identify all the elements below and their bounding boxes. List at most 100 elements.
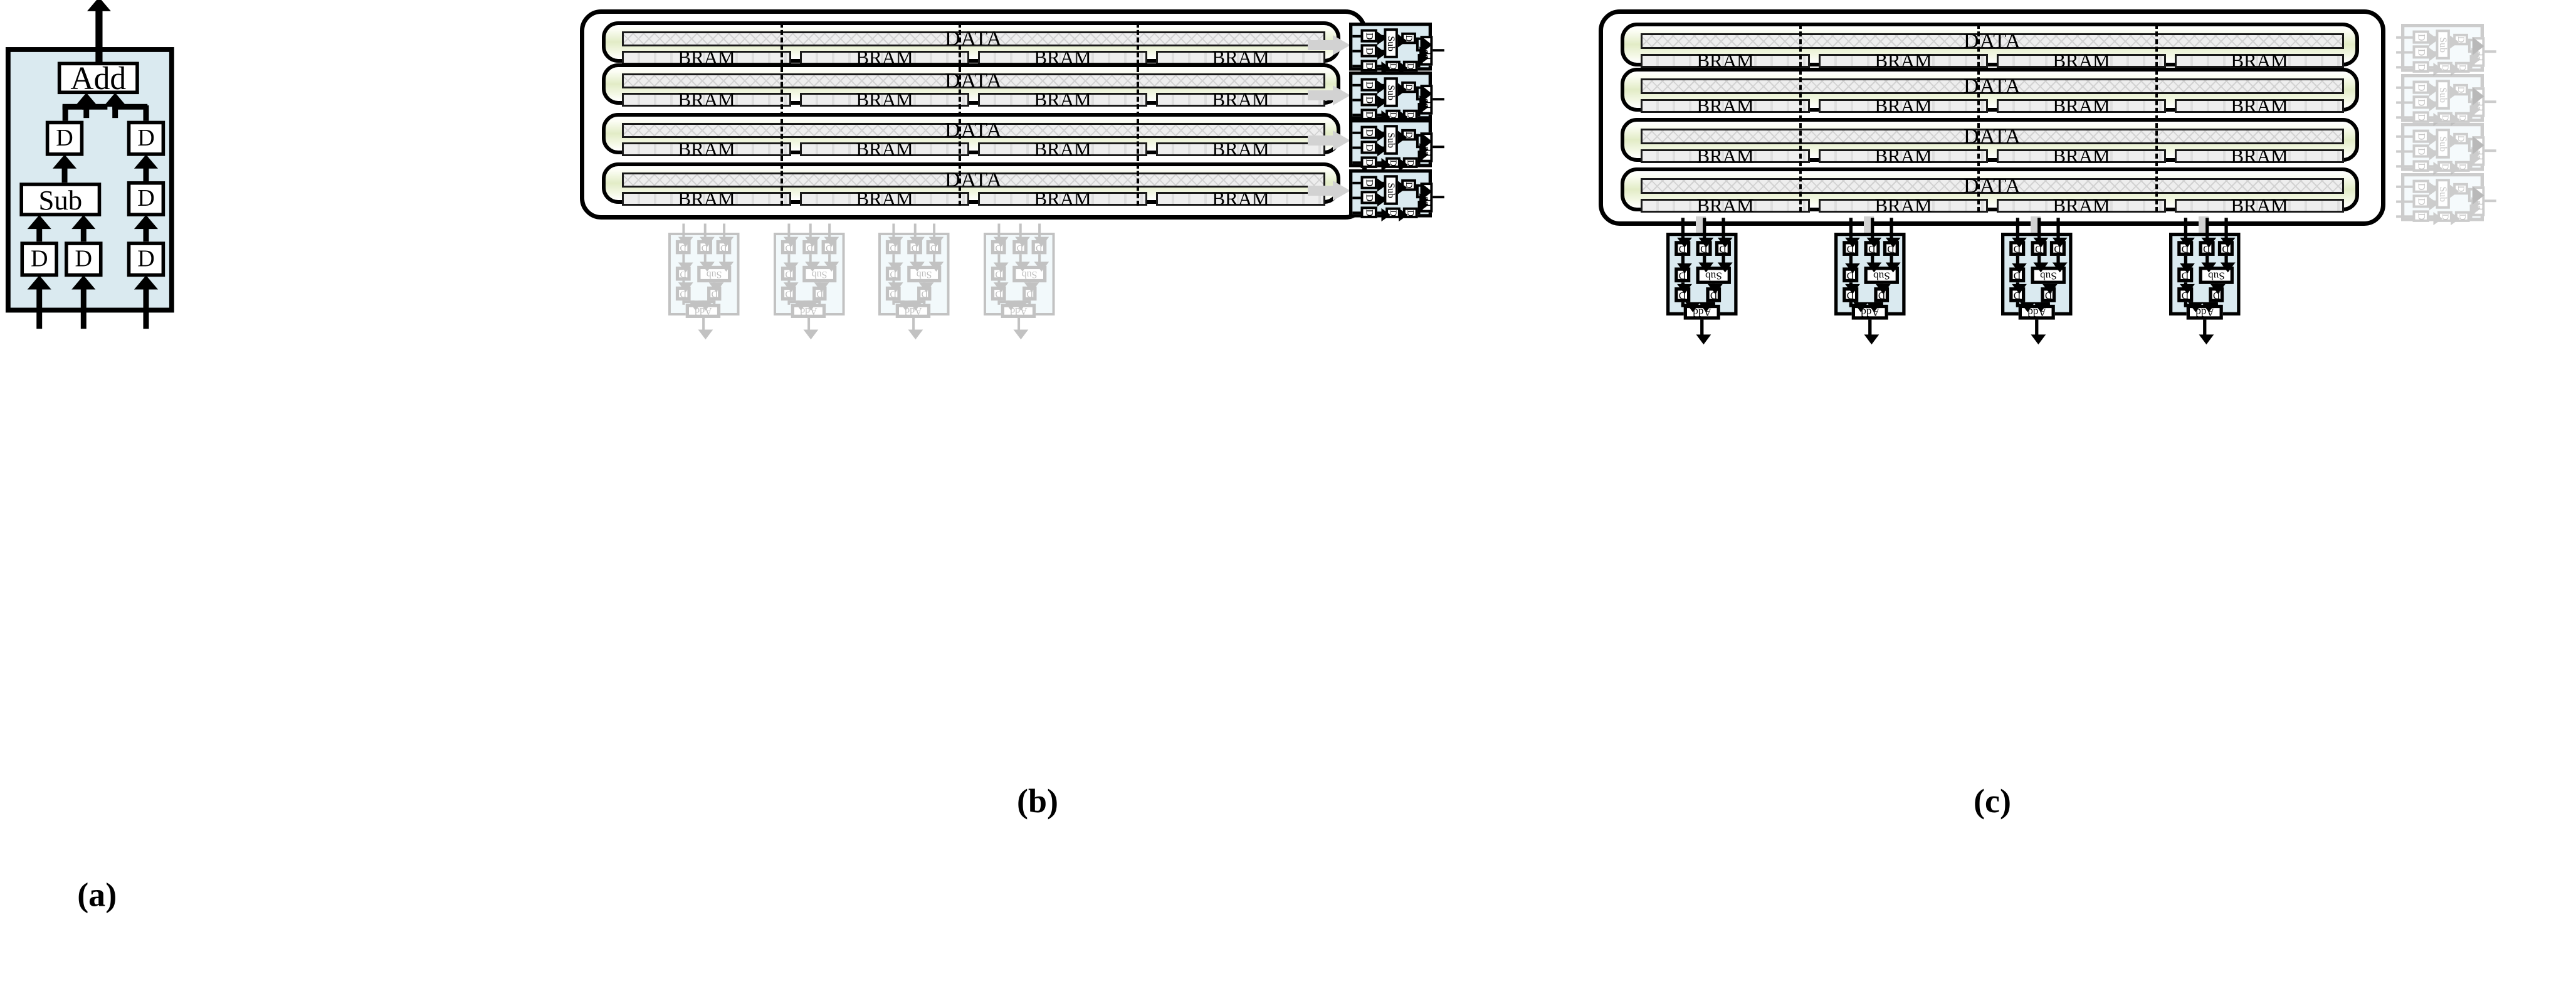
d-unit[interactable]: D bbox=[2412, 95, 2429, 109]
row-pe-3-out-arrow bbox=[1421, 132, 1433, 151]
column-pe-3[interactable]: D D D D Sub D D Add bbox=[878, 223, 950, 340]
bram-cell[interactable]: BRAM bbox=[1819, 50, 1988, 72]
row-pe-2[interactable]: D D D Sub D D D Add bbox=[1349, 72, 1444, 124]
d-input-3[interactable]: D bbox=[127, 241, 166, 277]
d-unit[interactable]: D bbox=[1360, 140, 1377, 154]
d-unit[interactable]: D bbox=[2412, 129, 2429, 143]
column-pe-1[interactable]: D D D D Sub D D Add bbox=[1666, 218, 1738, 345]
row-pe-1-out-arrow bbox=[2473, 37, 2484, 56]
bram-cell[interactable]: BRAM bbox=[1997, 50, 2166, 72]
d-unit[interactable]: D bbox=[2412, 210, 2429, 222]
bram-cell[interactable]: BRAM bbox=[978, 88, 1147, 110]
d-right-middle[interactable]: D bbox=[127, 181, 166, 216]
feed-arrow-row-4 bbox=[1308, 181, 1350, 201]
d-unit[interactable]: D bbox=[1360, 125, 1377, 139]
d-unit[interactable]: D bbox=[2412, 194, 2429, 208]
add-block[interactable]: Add bbox=[57, 60, 139, 96]
bram-cell[interactable]: BRAM bbox=[1819, 95, 1988, 117]
row-pe-3[interactable]: D D D Sub D D D Add bbox=[1349, 119, 1444, 172]
row-pe-2[interactable]: D D D Sub D D D Add bbox=[2396, 74, 2496, 127]
d-unit[interactable]: D bbox=[2412, 30, 2429, 44]
panel-b: DATA BRAM BRAM BRAM BRAM DATA BRAM BRAM … bbox=[564, 0, 1542, 885]
bram-cell[interactable]: BRAM bbox=[1997, 95, 2166, 117]
sub-block[interactable]: Sub bbox=[19, 183, 102, 216]
d-unit[interactable]: D bbox=[2412, 160, 2429, 172]
bram-cell[interactable]: BRAM bbox=[978, 138, 1147, 160]
bram-cell[interactable]: BRAM bbox=[800, 88, 969, 110]
column-pe-4[interactable]: D D D D Sub D D Add bbox=[2169, 218, 2241, 345]
row-pe-4[interactable]: D D D Sub D D D Add bbox=[1349, 169, 1444, 222]
data-bar: DATA bbox=[622, 69, 1325, 92]
bram-cell[interactable]: BRAM bbox=[978, 46, 1147, 68]
bram-cell[interactable]: BRAM bbox=[1819, 145, 1988, 167]
column-pe-2[interactable]: D D D D Sub D D Add bbox=[774, 223, 845, 340]
bram-cell[interactable]: BRAM bbox=[2175, 50, 2344, 72]
memory-row-1[interactable]: DATA BRAM BRAM BRAM BRAM bbox=[1621, 23, 2359, 72]
bram-cell[interactable]: BRAM bbox=[1641, 50, 1810, 72]
row-pe-2-out-arrow bbox=[2473, 87, 2484, 106]
bram-cell[interactable]: BRAM bbox=[1156, 46, 1325, 68]
bram-cell[interactable]: BRAM bbox=[622, 46, 791, 68]
bram-cell[interactable]: BRAM bbox=[1641, 95, 1810, 117]
bram-cell[interactable]: BRAM bbox=[1819, 194, 1988, 216]
d-unit[interactable]: D bbox=[1360, 93, 1377, 107]
d-unit[interactable]: D bbox=[2412, 179, 2429, 193]
bram-cell[interactable]: BRAM bbox=[2175, 194, 2344, 216]
memory-row-3[interactable]: DATA BRAM BRAM BRAM BRAM bbox=[1621, 118, 2359, 167]
d-unit[interactable]: D bbox=[2412, 144, 2429, 158]
d-unit[interactable]: D bbox=[2412, 80, 2429, 94]
data-bar: DATA bbox=[1641, 75, 2344, 98]
row-pe-1[interactable]: D D D Sub D D D Add bbox=[2396, 24, 2496, 77]
d-input-1[interactable]: D bbox=[20, 241, 58, 277]
d-input-2[interactable]: D bbox=[65, 241, 103, 277]
column-pe-4[interactable]: D D D D Sub D D Add bbox=[984, 223, 1055, 340]
memory-row-1[interactable]: DATA BRAM BRAM BRAM BRAM bbox=[602, 21, 1340, 68]
column-pe-3[interactable]: D D D D Sub D D Add bbox=[2001, 218, 2073, 345]
d-unit[interactable]: D bbox=[1360, 109, 1377, 120]
bram-cell[interactable]: BRAM bbox=[1997, 194, 2166, 216]
memory-row-3[interactable]: DATA BRAM BRAM BRAM BRAM bbox=[602, 113, 1340, 160]
bram-cell[interactable]: BRAM bbox=[1156, 88, 1325, 110]
column-pe-1[interactable]: D D D D Sub D D Add bbox=[668, 223, 740, 340]
bram-cell[interactable]: BRAM bbox=[800, 46, 969, 68]
bram-cell[interactable]: BRAM bbox=[622, 138, 791, 160]
d-unit[interactable]: D bbox=[1360, 44, 1377, 58]
d-unit[interactable]: D bbox=[1360, 206, 1377, 218]
d-right-upper[interactable]: D bbox=[127, 120, 166, 156]
bram-cell[interactable]: BRAM bbox=[1641, 145, 1810, 167]
row-pe-1-out-arrow bbox=[1421, 36, 1433, 55]
bram-cell[interactable]: BRAM bbox=[622, 88, 791, 110]
memory-row-4[interactable]: DATA BRAM BRAM BRAM BRAM bbox=[602, 162, 1340, 209]
bram-cell[interactable]: BRAM bbox=[1997, 145, 2166, 167]
column-pe-2[interactable]: D D D D Sub D D Add bbox=[1834, 218, 1906, 345]
d-unit[interactable]: D bbox=[1360, 78, 1377, 92]
bram-cell[interactable]: BRAM bbox=[1641, 194, 1810, 216]
memory-row-2[interactable]: DATA BRAM BRAM BRAM BRAM bbox=[602, 63, 1340, 110]
row-pe-1[interactable]: D D D Sub D D D Add bbox=[1349, 23, 1444, 75]
d-unit[interactable]: D bbox=[1360, 60, 1377, 72]
bram-cell[interactable]: BRAM bbox=[800, 138, 969, 160]
d-unit[interactable]: D bbox=[2412, 111, 2429, 123]
add-in-left-wire bbox=[83, 105, 90, 119]
d-unit[interactable]: D bbox=[1360, 176, 1377, 189]
row-pe-3[interactable]: D D D Sub D D D Add bbox=[2396, 123, 2496, 176]
data-bar: DATA bbox=[1641, 125, 2344, 148]
memory-row-4[interactable]: DATA BRAM BRAM BRAM BRAM bbox=[1621, 167, 2359, 216]
memory-row-2[interactable]: DATA BRAM BRAM BRAM BRAM bbox=[1621, 68, 2359, 117]
bram-cell[interactable]: BRAM bbox=[800, 188, 969, 209]
bram-cell[interactable]: BRAM bbox=[978, 188, 1147, 209]
d-unit[interactable]: D bbox=[1360, 156, 1377, 168]
bram-cell[interactable]: BRAM bbox=[2175, 145, 2344, 167]
bram-cell[interactable]: BRAM bbox=[1156, 188, 1325, 209]
d-unit[interactable]: D bbox=[2412, 61, 2429, 73]
bram-cell[interactable]: BRAM bbox=[1156, 138, 1325, 160]
row-pe-4[interactable]: D D D Sub D D D Add bbox=[2396, 173, 2496, 226]
d-left-up-wire bbox=[62, 105, 68, 121]
feed-arrow-row-3 bbox=[1308, 130, 1350, 151]
d-unit[interactable]: D bbox=[1360, 191, 1377, 204]
d-left-upper[interactable]: D bbox=[45, 120, 84, 156]
d-unit[interactable]: D bbox=[2412, 45, 2429, 59]
bram-cell[interactable]: BRAM bbox=[2175, 95, 2344, 117]
d-unit[interactable]: D bbox=[1360, 29, 1377, 43]
bram-cell[interactable]: BRAM bbox=[622, 188, 791, 209]
